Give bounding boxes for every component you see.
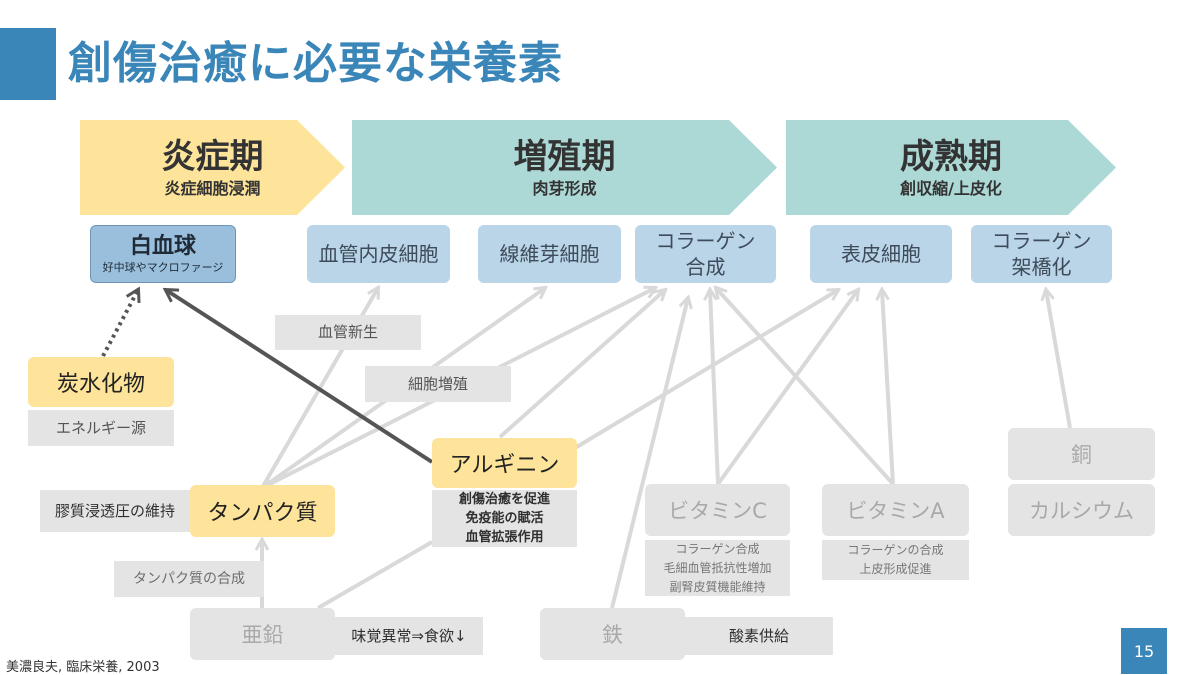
target-label: 白血球: [129, 234, 196, 259]
note-line: 免疫能の賦活: [465, 511, 544, 526]
arrow-arginine-collagen: [498, 290, 665, 439]
arrow-carbohydrate-wbc: [101, 290, 138, 357]
arrow-vita-collagen: [716, 288, 895, 486]
arrow-vitc-epidermal: [716, 290, 858, 486]
phase-title: 炎症期: [161, 136, 264, 177]
target-line: コラーゲン: [991, 229, 1092, 253]
citation: 美濃良夫, 臨床栄養, 2003: [6, 660, 160, 675]
nutrient-iron: 鉄: [540, 608, 685, 660]
slide-title: 創傷治癒に必要な栄養素: [68, 38, 563, 89]
target-white-blood-cell: 白血球 好中球やマクロファージ: [90, 225, 236, 283]
nutrient-arginine: アルギニン: [432, 438, 577, 488]
arrow-zinc-arginine: [316, 540, 434, 610]
note-line: 上皮形成促進: [859, 562, 932, 576]
nutrient-vitamin-c: ビタミンC: [645, 484, 790, 536]
nutrient-carbohydrate-note: エネルギー源: [28, 410, 174, 446]
phase-maturation: 成熟期 創収縮/上皮化: [786, 120, 1116, 215]
phase-subtitle: 炎症細胞浸潤: [164, 178, 261, 198]
nutrient-protein-synthesis-note: タンパク質の合成: [114, 561, 264, 597]
target-line: 合成: [685, 255, 726, 279]
nutrient-vitamin-a-notes: コラーゲンの合成 上皮形成促進: [822, 540, 969, 580]
phase-inflammation: 炎症期 炎症細胞浸潤: [80, 120, 345, 215]
note-line: 創傷治癒を促進: [458, 492, 550, 507]
note-line: コラーゲンの合成: [847, 543, 944, 557]
target-collagen-crosslink: コラーゲン 架橋化: [971, 225, 1112, 283]
nutrient-protein: タンパク質: [190, 485, 335, 537]
note-line: 毛細血管抵抗性増加: [663, 560, 772, 575]
phase-title: 成熟期: [900, 136, 1002, 177]
arrow-vitc-collagen: [710, 290, 720, 485]
process-cell-proliferation: 細胞増殖: [365, 366, 511, 402]
nutrient-vitamin-a: ビタミンA: [822, 484, 969, 536]
arrow-iron-collagen: [610, 298, 688, 609]
target-line: 架橋化: [1011, 255, 1072, 279]
process-angiogenesis: 血管新生: [275, 315, 421, 350]
target-epidermal-cell: 表皮細胞: [810, 225, 952, 283]
title-accent-bar: [0, 28, 56, 100]
phase-subtitle: 創収縮/上皮化: [900, 178, 1002, 198]
nutrient-copper: 銅: [1008, 428, 1155, 480]
nutrient-vitamin-c-notes: コラーゲン合成 毛細血管抵抗性増加 副腎皮質機能維持: [645, 540, 790, 596]
nutrient-arginine-notes: 創傷治癒を促進 免疫能の賦活 血管拡張作用: [432, 490, 577, 547]
arrow-vita-epidermal: [882, 290, 895, 485]
arrow-arginine-epidermal: [573, 290, 838, 450]
phase-subtitle: 肉芽形成: [532, 178, 597, 198]
page-number: 15: [1121, 628, 1167, 674]
nutrient-calcium: カルシウム: [1008, 484, 1155, 536]
target-endothelial-cell: 血管内皮細胞: [307, 225, 450, 283]
phase-title: 増殖期: [513, 136, 616, 177]
target-collagen-synthesis: コラーゲン 合成: [635, 225, 776, 283]
note-line: コラーゲン合成: [675, 541, 760, 556]
target-line: コラーゲン: [655, 229, 756, 253]
phase-proliferation: 増殖期 肉芽形成: [352, 120, 777, 215]
note-line: 副腎皮質機能維持: [669, 579, 766, 594]
nutrient-zinc: 亜鉛: [190, 608, 335, 660]
nutrient-zinc-note: 味覚異常⇒食欲↓: [335, 617, 483, 655]
arrow-arginine-wbc: [166, 290, 434, 464]
nutrient-carbohydrate: 炭水化物: [28, 357, 174, 407]
arrow-copper-crosslink: [1046, 290, 1072, 429]
note-line: 血管拡張作用: [465, 530, 544, 545]
target-fibroblast: 線維芽細胞: [478, 225, 621, 283]
nutrient-protein-note: 膠質浸透圧の維持: [40, 490, 190, 532]
nutrient-iron-note: 酸素供給: [685, 617, 833, 655]
target-sublabel: 好中球やマクロファージ: [102, 261, 224, 274]
